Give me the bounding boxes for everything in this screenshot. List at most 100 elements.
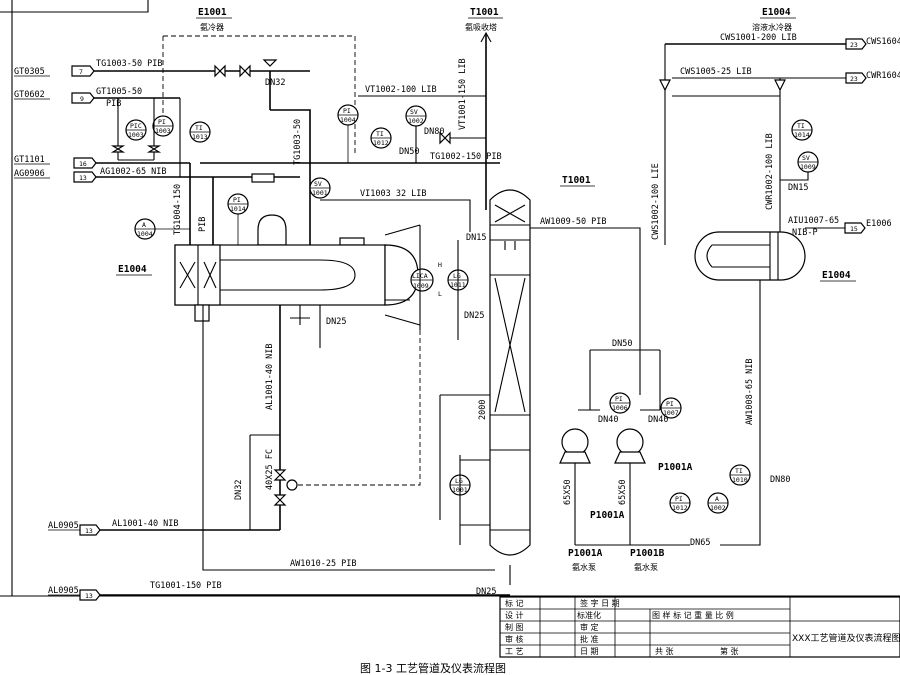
e1004-right-name: 溶液水冷器 bbox=[752, 22, 792, 32]
svg-text:TI: TI bbox=[735, 467, 743, 475]
line-h2000: 2000 bbox=[478, 400, 488, 420]
svg-text:1001: 1001 bbox=[312, 189, 328, 197]
pump-b bbox=[614, 428, 646, 464]
svg-text:1003: 1003 bbox=[128, 131, 144, 139]
svg-text:1014: 1014 bbox=[230, 205, 246, 213]
line-65x50-a: 65X50 bbox=[563, 479, 573, 505]
svg-text:SV: SV bbox=[410, 108, 418, 116]
svg-text:1004: 1004 bbox=[340, 116, 356, 124]
line-vi1003: VI1003 32 LIB bbox=[360, 189, 427, 199]
svg-text:CWR1604: CWR1604 bbox=[866, 71, 900, 81]
svg-text:1009: 1009 bbox=[800, 163, 816, 171]
svg-text:TI: TI bbox=[376, 130, 384, 138]
instrument-pi1007: PI 1007 bbox=[660, 397, 682, 419]
line-cwr1002: CWR1002-100 LIB bbox=[765, 133, 775, 210]
line-cws1001: CWS1001-200 LIB bbox=[720, 33, 797, 43]
svg-text:1004: 1004 bbox=[137, 230, 153, 238]
dome-left bbox=[257, 214, 287, 246]
svg-text:日 期: 日 期 bbox=[580, 647, 599, 656]
svg-text:1007: 1007 bbox=[663, 409, 679, 417]
t1001-side-tag: T1001 bbox=[562, 175, 591, 186]
right-conn-cwr1604: 23 CWR1604 bbox=[845, 71, 900, 84]
svg-text:15: 15 bbox=[850, 225, 858, 233]
svg-text:PI: PI bbox=[615, 395, 623, 403]
svg-text:GT0305: GT0305 bbox=[14, 67, 45, 77]
svg-text:图 样 标 记 重 量 比 例: 图 样 标 记 重 量 比 例 bbox=[652, 610, 734, 620]
line-dn15-a: DN15 bbox=[466, 233, 486, 243]
instrument-ti1013: TI 1013 bbox=[189, 121, 211, 143]
svg-text:标准化: 标准化 bbox=[577, 610, 601, 620]
pump-a-name: 氨水泵 bbox=[572, 562, 596, 572]
svg-text:AG0906: AG0906 bbox=[14, 169, 45, 179]
p1001a-bottom: P1001A bbox=[568, 548, 603, 559]
svg-text:共 张: 共 张 bbox=[655, 647, 674, 656]
line-dn65: DN65 bbox=[690, 538, 710, 548]
svg-text:1014: 1014 bbox=[794, 131, 810, 139]
svg-text:AL0905: AL0905 bbox=[48, 521, 79, 531]
line-gt1005: GT1005-50 bbox=[96, 87, 142, 97]
e1004-cooler bbox=[694, 231, 806, 281]
svg-text:A: A bbox=[715, 495, 719, 503]
svg-text:第 张: 第 张 bbox=[720, 646, 739, 656]
instrument-lg1001: LG 1001 bbox=[449, 455, 490, 545]
svg-text:1006: 1006 bbox=[612, 404, 628, 412]
line-dn32-low: DN32 bbox=[234, 480, 244, 500]
svg-text:设 计: 设 计 bbox=[505, 610, 524, 620]
instrument-sv1002: SV 1002 bbox=[405, 105, 427, 127]
t1001-top-tag: T1001 bbox=[470, 7, 499, 18]
line-dn50-mid: DN50 bbox=[612, 339, 632, 349]
figure-caption: 图 1-3 工艺管道及仪表流程图 bbox=[360, 661, 506, 675]
left-inlet-gt0305: GT0305 7 bbox=[14, 65, 310, 77]
instrument-ti1012: TI 1012 bbox=[370, 127, 392, 149]
svg-text:SV: SV bbox=[802, 154, 810, 162]
instrument-a1002: A 1002 bbox=[707, 492, 729, 514]
svg-text:23: 23 bbox=[850, 41, 858, 49]
svg-text:PI: PI bbox=[675, 495, 683, 503]
svg-text:1003: 1003 bbox=[155, 127, 171, 135]
e1001-tag: E1001 bbox=[198, 7, 227, 18]
line-tg1003-v: TG1003-50 bbox=[293, 119, 303, 165]
svg-text:制 图: 制 图 bbox=[505, 622, 524, 632]
svg-text:PI: PI bbox=[666, 400, 674, 408]
svg-text:TI: TI bbox=[797, 122, 805, 130]
line-pib-short: PIB bbox=[106, 99, 121, 109]
title-block: 标 记 签 字 日 期 设 计 标准化 图 样 标 记 重 量 比 例 制 图 … bbox=[499, 596, 900, 658]
line-tg1004: TG1004-150 bbox=[173, 184, 183, 235]
t1001-top-name: 氨吸收塔 bbox=[465, 22, 497, 32]
svg-text:工 艺: 工 艺 bbox=[505, 647, 524, 656]
line-al1001-v: AL1001-40 NIB bbox=[265, 343, 275, 410]
line-tg1003: TG1003-50 PIB bbox=[96, 59, 163, 69]
svg-text:PI: PI bbox=[233, 196, 241, 204]
pump-a bbox=[559, 428, 591, 464]
svg-text:1002: 1002 bbox=[408, 117, 424, 125]
line-65x50-b: 65X50 bbox=[618, 479, 628, 505]
svg-text:16: 16 bbox=[79, 160, 87, 168]
instrument-ti1010: TI 1010 bbox=[729, 464, 751, 486]
svg-text:23: 23 bbox=[850, 75, 858, 83]
svg-text:13: 13 bbox=[79, 174, 87, 182]
line-vt1001: VT1001-150 LIB bbox=[458, 58, 468, 130]
e1004-left-tag: E1004 bbox=[118, 264, 147, 275]
t1001-column bbox=[489, 189, 531, 556]
svg-text:LG: LG bbox=[453, 272, 461, 280]
svg-text:13: 13 bbox=[85, 592, 93, 600]
svg-text:7: 7 bbox=[79, 68, 83, 76]
svg-text:AL0905: AL0905 bbox=[48, 586, 79, 596]
svg-text:TI: TI bbox=[195, 124, 203, 132]
p1001a-label: P1001A bbox=[658, 462, 693, 473]
svg-text:标 记: 标 记 bbox=[505, 598, 524, 608]
svg-text:审 核: 审 核 bbox=[505, 634, 524, 644]
svg-text:E1006: E1006 bbox=[866, 219, 892, 229]
svg-text:PI: PI bbox=[343, 107, 351, 115]
svg-text:PIC: PIC bbox=[130, 122, 142, 130]
svg-text:GT1101: GT1101 bbox=[14, 155, 45, 165]
line-cws1002: CWS1002-100 LIE bbox=[651, 163, 661, 240]
svg-text:H: H bbox=[438, 261, 442, 269]
svg-text:A: A bbox=[142, 221, 146, 229]
line-nib-p: NIB-P bbox=[792, 228, 818, 238]
instrument-ti1014: TI 1014 bbox=[791, 119, 813, 141]
svg-text:批 准: 批 准 bbox=[580, 634, 599, 644]
line-dn25-mid: DN25 bbox=[326, 317, 346, 327]
